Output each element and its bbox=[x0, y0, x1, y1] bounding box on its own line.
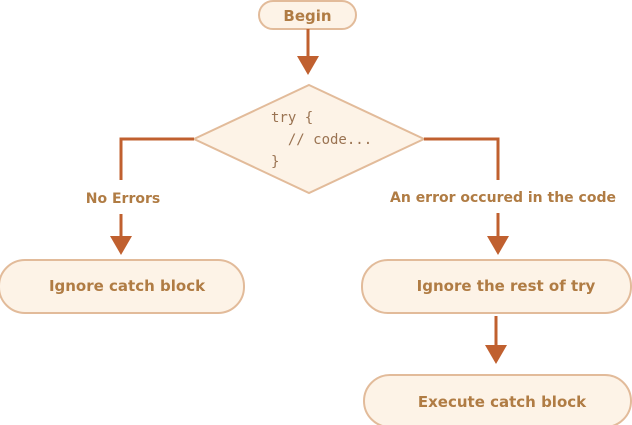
begin-node-label: Begin bbox=[283, 7, 331, 25]
ignore-catch-node-label: Ignore catch block bbox=[49, 277, 206, 295]
ignore-rest-node-label: Ignore the rest of try bbox=[417, 277, 596, 295]
error-occured-label: An error occured in the code bbox=[390, 190, 616, 206]
execute-catch-node: Execute catch block bbox=[363, 374, 632, 425]
ignore-rest-node: Ignore the rest of try bbox=[361, 259, 632, 314]
no-errors-label: No Errors bbox=[86, 191, 160, 207]
ignore-catch-node: Ignore catch block bbox=[0, 259, 245, 314]
decision-code: try { // code... } bbox=[0, 0, 431, 170]
begin-node: Begin bbox=[258, 0, 357, 30]
decision-node: try { // code... } bbox=[0, 0, 431, 195]
arrow-error-occured bbox=[424, 137, 509, 255]
arrow-no-errors bbox=[110, 137, 194, 255]
code-line: // code... bbox=[271, 132, 372, 148]
code-line: try { bbox=[271, 110, 313, 126]
ignore-catch-node-shape bbox=[0, 259, 245, 314]
decision-diamond-shape bbox=[191, 83, 427, 195]
code-line: } bbox=[271, 154, 279, 170]
execute-catch-node-label: Execute catch block bbox=[418, 393, 587, 411]
arrow-rest-to-execute bbox=[485, 316, 507, 364]
arrow-begin-to-decision bbox=[297, 29, 319, 75]
ignore-rest-node-shape bbox=[361, 259, 632, 314]
execute-catch-node-shape bbox=[363, 374, 632, 425]
